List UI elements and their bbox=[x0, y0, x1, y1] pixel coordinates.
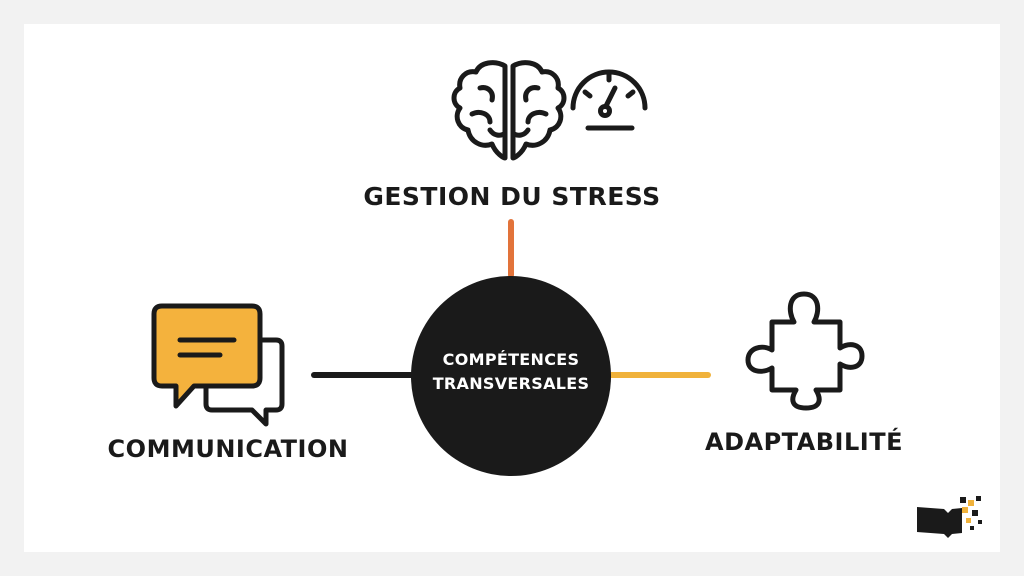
center-title-line2: TRANSVERSALES bbox=[432, 374, 590, 393]
gauge-icon bbox=[570, 69, 648, 131]
center-title-line1: COMPÉTENCES bbox=[442, 350, 580, 369]
center-title: COMPÉTENCES TRANSVERSALES bbox=[413, 348, 609, 396]
open-book-pixel-logo bbox=[917, 496, 982, 538]
chat-bubbles-icon bbox=[151, 303, 285, 427]
label-gestion-du-stress: GESTION DU STRESS bbox=[363, 182, 661, 211]
label-communication: COMMUNICATION bbox=[107, 435, 349, 463]
label-adaptabilite: ADAPTABILITÉ bbox=[705, 428, 903, 456]
center-hub bbox=[411, 276, 611, 476]
puzzle-piece-icon bbox=[745, 291, 865, 411]
brain-icon bbox=[451, 60, 567, 161]
